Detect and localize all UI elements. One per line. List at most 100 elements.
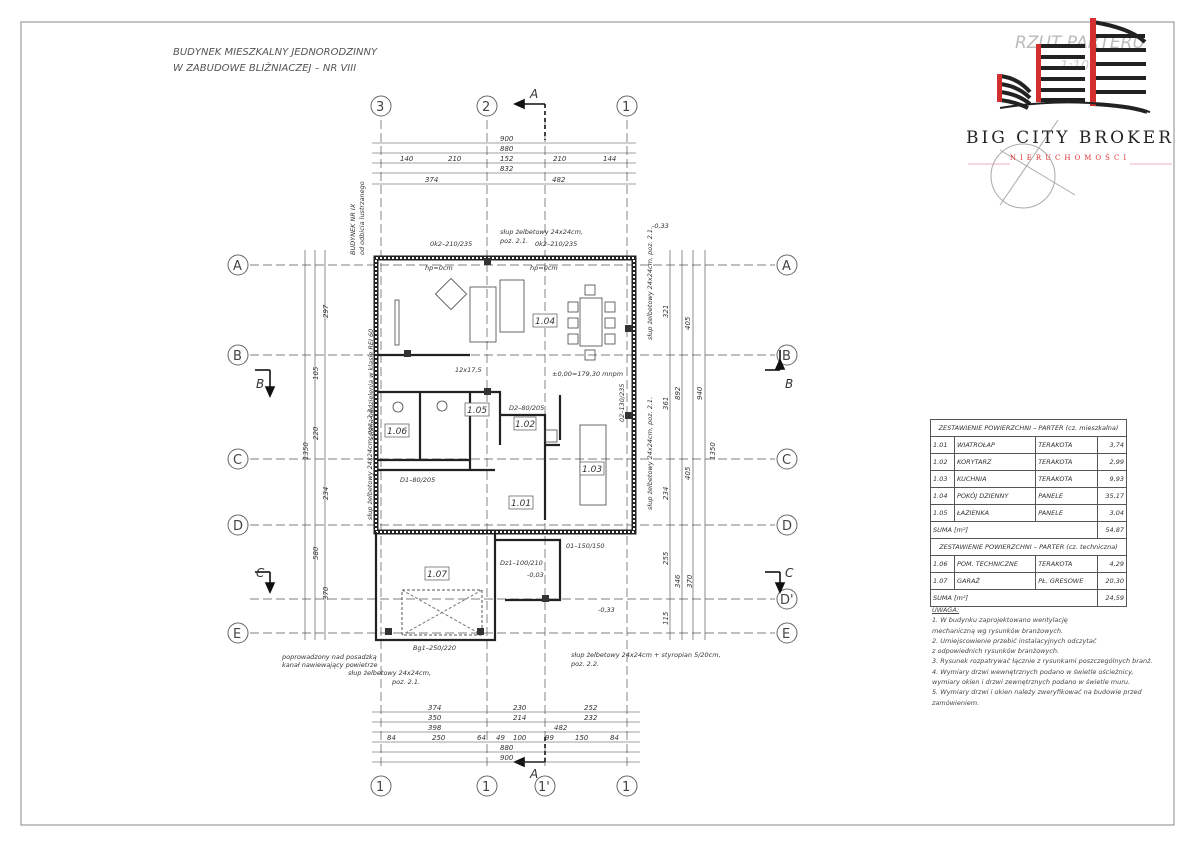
cell: 4,29 [1096, 555, 1128, 573]
room-labels [384, 313, 605, 581]
section-label: B [256, 377, 264, 391]
dimension-lines-bottom [372, 711, 640, 763]
annotation: słup żelbetowy 24x24cm, poz. 2.1. [366, 407, 374, 520]
annotation: słup żelbetowy 24x24cm, [500, 228, 583, 236]
axis-markers-bottom [370, 775, 638, 797]
cell: ŁAZIENKA [953, 504, 1037, 522]
door-label: Dz1–100/210 [500, 559, 543, 567]
brand-name: BIG CITY BROKER [965, 128, 1175, 148]
dimension-label: 255 [662, 551, 670, 565]
note-line: 4. Wymiary drzwi wewnętrznych podano w ś… [932, 667, 1134, 676]
dimension-lines-top [372, 142, 636, 185]
note-line: zamówieniem. [932, 698, 980, 707]
window-label: 0k2–210/235 [535, 240, 577, 248]
annotation: słup żelbetowy 24x24cm, poz. 2.1. [646, 227, 654, 340]
window-label: 01–150/150 [566, 542, 605, 550]
note-line: mechaniczną wg rysunków branżowych. [932, 626, 1064, 635]
dimension-label: 1350 [709, 442, 717, 460]
level-label: -0,33 [598, 606, 615, 614]
dimension-label: 346 [674, 574, 682, 588]
axis-label: D [782, 519, 792, 534]
dimension-label: 297 [322, 304, 330, 318]
dimension-label: 580 [312, 546, 320, 560]
axis-label: 1 [482, 780, 490, 795]
cell: TERAKOTA [1035, 453, 1098, 471]
area-schedule-table: ZESTAWIENIE POWIERZCHNI – PARTER (cz. mi… [930, 419, 1128, 607]
axis-label: 1 [622, 100, 630, 115]
room-label: 1.06 [387, 427, 407, 437]
dimension-label: 230 [513, 704, 527, 712]
brand-logo-icon [997, 18, 1151, 114]
dimension-label: 374 [428, 704, 441, 712]
dimension-label: 234 [662, 487, 670, 500]
annotation: słup żelbetowy 24x24cm + styropian 5/20c… [571, 651, 721, 659]
notes-heading: UWAGA: [932, 606, 960, 614]
cell: 24,59 [1096, 589, 1128, 607]
annotation: poz. 2.2. [570, 660, 599, 668]
section-label: B [785, 377, 793, 391]
dimension-label: 140 [400, 155, 414, 163]
furniture [392, 277, 616, 506]
cell: 54,87 [1096, 521, 1128, 539]
section-label: C [785, 566, 794, 580]
axis-label: C [782, 453, 791, 468]
axis-markers-top [370, 95, 638, 117]
axis-label: C [233, 453, 242, 468]
cell: 1.06 [930, 555, 955, 573]
note-line: 2. Umiejscowienie przebić instalacyjnych… [932, 636, 1097, 645]
columns [385, 258, 632, 635]
dimension-label: 100 [513, 734, 527, 742]
dimension-label: 350 [428, 714, 442, 722]
dimension-label: 900 [500, 754, 514, 762]
dimension-label: 900 [500, 135, 514, 143]
title-line: W ZABUDOWE BLIŹNIACZEJ – NR VIII [173, 63, 357, 74]
annotation: BUDYNEK NR IX [349, 203, 357, 255]
dimension-label: 940 [696, 386, 704, 400]
axis-label: D' [780, 593, 794, 608]
dimension-label: 210 [448, 155, 462, 163]
dimension-label: 405 [684, 466, 692, 480]
annotation: poz. 2.1. [499, 237, 528, 245]
axis-label: B [782, 349, 791, 364]
cell: 1.07 [930, 572, 955, 590]
drawing-title: BUDYNEK MIESZKALNY JEDNORODZINNY W ZABUD… [173, 45, 377, 77]
dimension-label: 250 [432, 734, 446, 742]
room-label: 1.04 [535, 317, 555, 327]
cell: 3,74 [1096, 436, 1128, 454]
annotation: słup żelbetowy 24x24cm, poz. 2.1. [646, 397, 654, 510]
cell: 1.04 [930, 487, 955, 505]
dimension-label: 1350 [302, 442, 310, 460]
north-arrow-icon [990, 119, 1076, 209]
dimension-label: 482 [552, 176, 566, 184]
table-sum-row: SUMA [m²]24,59 [930, 589, 1128, 607]
dimension-label: 482 [554, 724, 568, 732]
dimension-label: 374 [425, 176, 438, 184]
axis-label: 1 [376, 780, 384, 795]
gate-label: Bg1–250/220 [413, 644, 456, 652]
cell: 1.01 [930, 436, 955, 454]
dimension-label: 214 [513, 714, 526, 722]
cell: 1.03 [930, 470, 955, 488]
dimension-label: 105 [312, 366, 320, 380]
section-label: A [529, 87, 538, 101]
level-label: -0,03 [527, 571, 544, 579]
axis-label: E [782, 627, 790, 642]
dimension-label: 210 [553, 155, 567, 163]
room-label: 1.02 [515, 420, 535, 430]
level-label: ±0,00=179,30 mnpm [552, 370, 623, 378]
axis-label: A [782, 259, 791, 274]
cell: GARAŻ [953, 572, 1037, 590]
dimension-label: 64 [477, 734, 486, 742]
dimension-label: 405 [684, 316, 692, 330]
annotation: poprowadzony nad posadzką [281, 653, 377, 661]
section-label: A [529, 767, 538, 781]
stairs-label: 12x17,5 [455, 366, 482, 374]
brand: BIG CITY BROKER NIERUCHOMOŚCI [960, 128, 1180, 162]
axis-label: B [233, 349, 242, 364]
cell: KORYTARZ [953, 453, 1037, 471]
note-line: z odpowiednich rysunków branżowych. [932, 647, 1060, 656]
